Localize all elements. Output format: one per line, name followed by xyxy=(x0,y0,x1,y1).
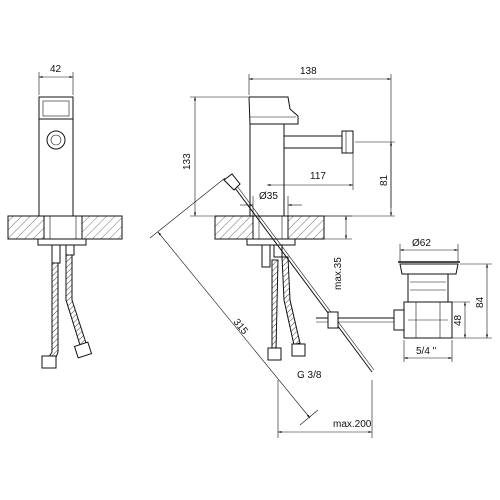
side-nut xyxy=(246,238,296,246)
side-countertop xyxy=(214,215,254,240)
front-lever-inner xyxy=(42,100,70,117)
label-connection: G 3/8 xyxy=(297,370,322,381)
side-spout-nozzle xyxy=(341,130,354,154)
waste-flange xyxy=(399,263,459,275)
waste-linkage-clip xyxy=(327,311,339,329)
dim-height: 133 xyxy=(182,153,193,170)
waste-view: Ø62 5/4 " 48 84 xyxy=(316,238,492,362)
dim-max-thickness: max.35 xyxy=(333,257,344,290)
side-view: Ø35 138 133 117 81 max.35 315 G 3/8 xyxy=(149,66,395,438)
dim-pull-rod-max: max.200 xyxy=(333,419,372,430)
dim-waste-thread: 5/4 " xyxy=(416,346,437,357)
side-lever xyxy=(248,96,299,125)
dim-total-length: 138 xyxy=(300,66,317,77)
side-hose-left xyxy=(271,259,279,351)
dim-waste-height-48: 48 xyxy=(453,314,464,326)
front-spout-inner xyxy=(50,134,62,146)
waste-body xyxy=(407,273,449,303)
front-hose-left xyxy=(46,262,59,361)
pull-rod-knob xyxy=(223,173,241,191)
front-hose-right xyxy=(65,254,87,346)
front-nut xyxy=(37,238,87,246)
side-hose-right xyxy=(281,256,301,346)
dim-spout-height: 81 xyxy=(379,174,390,186)
side-faucet-body xyxy=(249,114,285,217)
dim-waste-diameter: Ø62 xyxy=(412,238,431,249)
dim-spout-reach: 117 xyxy=(310,171,326,182)
front-countertop-right xyxy=(81,215,123,240)
front-spout-outer xyxy=(46,130,66,150)
dim-hole-diameter: Ø35 xyxy=(259,191,278,202)
dim-waste-height-84: 84 xyxy=(475,296,486,308)
dim-front-width: 42 xyxy=(50,64,62,75)
dim-diagonal: 315 xyxy=(231,317,250,337)
side-countertop-right xyxy=(287,215,325,240)
front-countertop xyxy=(7,215,45,240)
side-spout xyxy=(283,135,343,149)
front-view: 42 xyxy=(7,64,123,369)
front-lever xyxy=(38,96,74,120)
